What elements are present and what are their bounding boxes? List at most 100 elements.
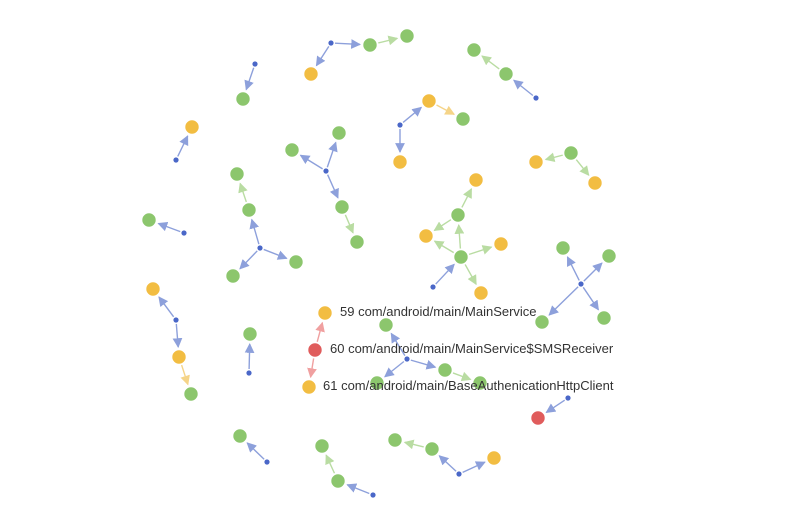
graph-node-j4[interactable] — [452, 248, 470, 266]
graph-node-n2[interactable] — [245, 369, 253, 377]
graph-node-j3[interactable] — [417, 227, 435, 245]
graph-node-p2[interactable] — [564, 394, 572, 402]
edge-f3-f4 — [326, 174, 339, 199]
graph-node-q2[interactable] — [263, 458, 271, 466]
edge-q2-q1 — [246, 442, 265, 460]
graph-node-m2[interactable] — [306, 341, 324, 359]
graph-node-k3[interactable] — [577, 280, 585, 288]
graph-node-j2[interactable] — [449, 206, 467, 224]
edge-e3-e1 — [402, 106, 423, 123]
graph-node-g2[interactable] — [527, 153, 545, 171]
graph-node-d2[interactable] — [172, 156, 180, 164]
edge-j2-j3 — [433, 219, 452, 232]
graph-node-l1[interactable] — [144, 280, 162, 298]
edge-i2-i1 — [157, 221, 181, 233]
graph-node-k1[interactable] — [554, 239, 572, 257]
graph-node-a2[interactable] — [361, 36, 379, 54]
graph-node-l3[interactable] — [170, 348, 188, 366]
graph-node-i2[interactable] — [180, 229, 188, 237]
edge-p2-p1 — [545, 399, 566, 414]
edge-j2-j1 — [461, 188, 473, 208]
edge-s3-s2 — [438, 455, 457, 472]
graph-node-f4[interactable] — [333, 198, 351, 216]
graph-node-s3[interactable] — [455, 470, 463, 478]
edge-g1-g2 — [544, 152, 563, 163]
graph-node-k5[interactable] — [533, 313, 551, 331]
graph-node-h2[interactable] — [240, 201, 258, 219]
graph-node-j7[interactable] — [429, 283, 437, 291]
edge-k3-k4 — [582, 286, 599, 311]
graph-node-m1[interactable] — [316, 304, 334, 322]
graph-node-r3[interactable] — [369, 491, 377, 499]
graph-node-f1[interactable] — [283, 141, 301, 159]
graph-node-b2[interactable] — [497, 65, 515, 83]
graph-node-o1[interactable] — [377, 316, 395, 334]
edge-l2-l3 — [172, 323, 183, 349]
graph-node-d1[interactable] — [183, 118, 201, 136]
graph-node-f3[interactable] — [322, 167, 330, 175]
graph-node-a3[interactable] — [398, 27, 416, 45]
graph-node-g3[interactable] — [586, 174, 604, 192]
graph-node-g1[interactable] — [562, 144, 580, 162]
graph-node-r1[interactable] — [313, 437, 331, 455]
graph-node-k4[interactable] — [595, 309, 613, 327]
labels-layer: 59 com/android/main/MainService 60 com/a… — [323, 304, 614, 393]
edge-n2-n1 — [244, 343, 255, 370]
edge-s3-s4 — [462, 461, 486, 473]
graph-node-c2[interactable] — [234, 90, 252, 108]
graph-node-j5[interactable] — [492, 235, 510, 253]
nodes-layer[interactable] — [140, 27, 618, 499]
graph-node-a4[interactable] — [302, 65, 320, 83]
edge-j4-j5 — [468, 245, 493, 256]
graph-node-s2[interactable] — [423, 440, 441, 458]
edge-k3-k2 — [583, 262, 603, 282]
graph-node-c1[interactable] — [251, 60, 259, 68]
graph-node-n1[interactable] — [241, 325, 259, 343]
graph-node-q1[interactable] — [231, 427, 249, 445]
edge-j4-j2 — [454, 223, 465, 249]
edge-j4-j3 — [433, 240, 455, 254]
graph-node-j6[interactable] — [472, 284, 490, 302]
graph-node-b1[interactable] — [465, 41, 483, 59]
graph-node-k2[interactable] — [600, 247, 618, 265]
graph-node-e4[interactable] — [391, 153, 409, 171]
graph-node-o5[interactable] — [471, 374, 489, 392]
graph-node-h3[interactable] — [256, 244, 264, 252]
graph-node-e3[interactable] — [396, 121, 404, 129]
graph-node-f2[interactable] — [330, 124, 348, 142]
graph-node-e1[interactable] — [420, 92, 438, 110]
graph-node-b3[interactable] — [532, 94, 540, 102]
graph-node-i1[interactable] — [140, 211, 158, 229]
node-label-59: 59 com/android/main/MainService — [340, 304, 537, 319]
edge-o2-o4 — [384, 360, 405, 378]
edge-j4-j6 — [464, 264, 477, 286]
graph-node-f5[interactable] — [348, 233, 366, 251]
edge-r2-r1 — [325, 454, 336, 474]
graph-node-o4[interactable] — [368, 374, 386, 392]
graph-node-h4[interactable] — [224, 267, 242, 285]
edge-o2-o1 — [390, 332, 406, 356]
graph-node-a1[interactable] — [327, 39, 335, 47]
graph-node-j1[interactable] — [467, 171, 485, 189]
edge-h2-h1 — [238, 182, 248, 203]
graph-node-h1[interactable] — [228, 165, 246, 183]
graph-node-r2[interactable] — [329, 472, 347, 490]
graph-node-s1[interactable] — [386, 431, 404, 449]
graph-node-l2[interactable] — [172, 316, 180, 324]
edge-m2-m3 — [307, 358, 317, 379]
edge-j7-j4 — [435, 263, 455, 285]
graph-node-h5[interactable] — [287, 253, 305, 271]
graph-node-s4[interactable] — [485, 449, 503, 467]
graph-node-l4[interactable] — [182, 385, 200, 403]
edge-b3-b2 — [513, 79, 534, 97]
graph-node-p1[interactable] — [529, 409, 547, 427]
graph-node-m3[interactable] — [300, 378, 318, 396]
graph-node-e2[interactable] — [454, 110, 472, 128]
edge-h3-h5 — [263, 248, 288, 260]
node-label-60: 60 com/android/main/MainService$SMSRecei… — [330, 341, 614, 356]
graph-node-o2[interactable] — [403, 355, 411, 363]
edge-o3-o5 — [452, 371, 472, 382]
graph-node-o3[interactable] — [436, 361, 454, 379]
